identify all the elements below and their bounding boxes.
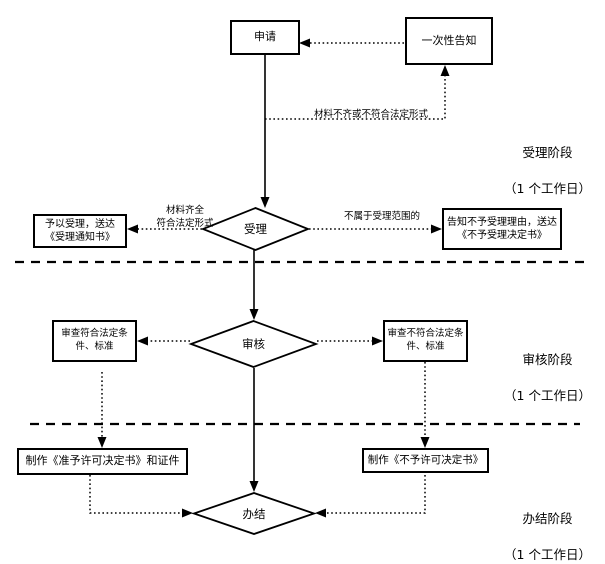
stage-caption-review-name: 审核阶段: [522, 352, 573, 368]
node-make-refusal[interactable]: 制作《不予许可决定书》: [362, 448, 489, 473]
edge-permit-to-completion: [89, 475, 185, 514]
acceptance-diamond-shape: [200, 207, 311, 251]
arrowhead-notice-to-application: [299, 38, 310, 48]
node-make-permit-label: 制作《准予许可决定书》和证件: [25, 454, 180, 468]
node-review-pass-label: 审查符合法定条 件、标准: [61, 328, 128, 352]
arrowhead-review-to-completion: [249, 481, 259, 492]
node-review[interactable]: 审核: [188, 320, 319, 368]
arrowhead-fail-to-refusal: [420, 437, 430, 448]
edge-label-incomplete-materials: 材料不齐或不符合法定形式: [286, 97, 456, 122]
node-make-refusal-label: 制作《不予许可决定书》: [367, 454, 484, 467]
node-review-pass[interactable]: 审查符合法定条 件、标准: [52, 320, 137, 362]
stage-caption-review: 审核阶段 （1 个工作日）: [490, 333, 605, 424]
edge-label-materials-complete: 材料齐全 符合法定形式: [135, 193, 235, 230]
stage-caption-acceptance-name: 受理阶段: [522, 145, 573, 161]
node-review-fail-label: 审查不符合法定条 件、标准: [387, 328, 464, 352]
stage-caption-review-duration: （1 个工作日）: [504, 388, 591, 404]
edge-label-incomplete-materials-text: 材料不齐或不符合法定形式: [313, 109, 428, 121]
edge-label-out-of-scope: 不属于受理范围的: [322, 199, 442, 224]
node-accept-grant[interactable]: 予以受理，送达 《受理通知书》: [33, 214, 127, 248]
stage-caption-acceptance: 受理阶段 （1 个工作日）: [490, 126, 605, 217]
node-application[interactable]: 申请: [230, 20, 300, 55]
node-one-time-notice[interactable]: 一次性告知: [405, 17, 493, 65]
node-accept-refuse[interactable]: 告知不予受理理由，送达《不予受理决定书》: [442, 208, 562, 250]
node-one-time-notice-label: 一次性告知: [421, 33, 477, 47]
arrowhead-refusal-to-completion: [315, 508, 326, 518]
completion-diamond-shape: [191, 492, 317, 535]
arrowhead-acceptance-to-notice: [440, 65, 450, 76]
arrowhead-acceptance-to-refuse: [431, 224, 442, 234]
arrowhead-acceptance-to-review: [249, 309, 259, 320]
node-completion[interactable]: 办结: [191, 492, 317, 535]
node-make-permit[interactable]: 制作《准予许可决定书》和证件: [17, 448, 188, 475]
stage-caption-acceptance-duration: （1 个工作日）: [504, 181, 591, 197]
node-accept-refuse-label: 告知不予受理理由，送达《不予受理决定书》: [447, 216, 557, 242]
review-diamond-shape: [188, 320, 319, 368]
node-accept-grant-label: 予以受理，送达 《受理通知书》: [45, 218, 115, 244]
stage-caption-completion: 办结阶段 （1 个工作日）: [490, 492, 605, 564]
stage-caption-completion-name: 办结阶段: [522, 511, 573, 527]
edge-label-materials-complete-text: 材料齐全 符合法定形式: [156, 205, 214, 229]
arrowhead-permit-to-completion: [182, 508, 193, 518]
stage-caption-completion-duration: （1 个工作日）: [504, 547, 591, 563]
arrowhead-review-to-pass: [137, 336, 148, 346]
edge-label-out-of-scope-text: 不属于受理范围的: [343, 211, 420, 223]
node-application-label: 申请: [254, 30, 276, 44]
arrowhead-review-to-fail: [372, 336, 383, 346]
edge-refusal-to-completion: [323, 475, 426, 514]
arrowhead-pass-to-permit: [97, 437, 107, 448]
node-review-fail[interactable]: 审查不符合法定条 件、标准: [383, 320, 468, 362]
